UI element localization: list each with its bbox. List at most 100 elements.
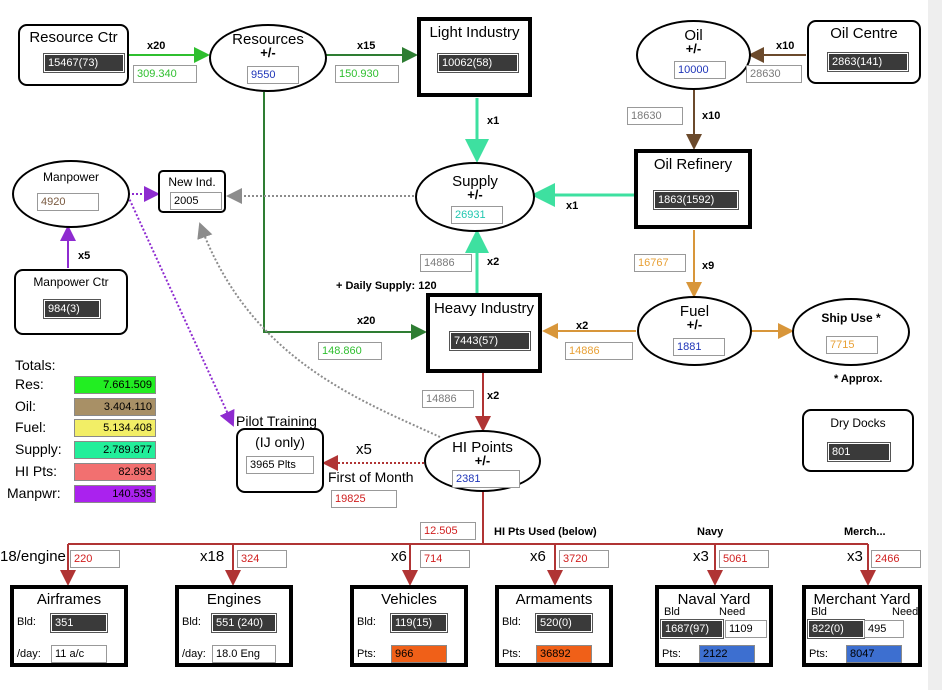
production-mult: 18/engine [0,548,66,565]
ship-use-value: 7715 [826,336,878,354]
fuel-node[interactable]: Fuel +/- 1881 [637,296,752,366]
hi-to-points-mult: x2 [487,390,500,402]
production-value-2: 966 [391,645,447,663]
production-col-bld: Bld [811,606,827,618]
hi-points-value: 2381 [452,470,520,488]
oil-to-refinery-value: 18630 [627,107,683,125]
resources-title: Resources [232,31,304,48]
first-of-month-label: First of Month [328,469,414,485]
li-to-supply-mult: x1 [487,115,500,127]
hi-to-points-value: 14886 [422,390,474,408]
manpower-value: 4920 [37,193,99,211]
res-to-li-value: 150.930 [335,65,399,83]
oil-centre-title: Oil Centre [830,25,898,42]
res-ctr-mult: x20 [147,40,166,52]
production-mult: x3 [693,548,709,565]
manpower-node[interactable]: Manpower 4920 [12,160,130,228]
oil-centre-flow-value: 28630 [746,65,802,83]
production-label-1: Bld: [502,616,521,628]
oil-node[interactable]: Oil +/- 10000 [636,20,751,90]
production-col-need: Need [719,606,746,618]
production-title: Armaments [515,591,593,608]
scrollbar[interactable] [928,0,942,690]
approx-note: * Approx. [834,373,883,385]
production-label-2: Pts: [502,648,521,660]
production-value-2: 8047 [846,645,902,663]
totals-label: Supply: [15,441,62,458]
res-to-hi-mult: x20 [357,315,376,327]
supply-value: 26931 [451,206,503,224]
totals-label: Fuel: [15,419,47,436]
production-title: Naval Yard [677,591,751,608]
fuel-sub: +/- [686,317,703,332]
production-title: Engines [206,591,262,608]
totals-value: 3.404.110 [74,397,156,416]
dry-docks-value: 801 [827,442,891,462]
light-industry-node[interactable]: Light Industry 10062(58) [417,17,532,97]
refinery-to-supply-mult: x1 [566,200,579,212]
heavy-industry-title: Heavy Industry [433,300,535,317]
production-col-need: Need [892,606,919,618]
oil-centre-node[interactable]: Oil Centre 2863(141) [807,20,921,84]
totals-label: Oil: [15,397,36,414]
new-ind-title: New Ind. [168,175,216,189]
production-mult: x6 [530,548,546,565]
oil-refinery-value: 1863(1592) [653,190,739,210]
production-label-2: /day: [182,648,206,660]
refinery-to-fuel-mult: x9 [702,260,715,272]
heavy-industry-node[interactable]: Heavy Industry 7443(57) [426,293,542,373]
pilot-training-title: Pilot Training [236,413,317,429]
production-need: 1109 [725,620,767,638]
new-ind-node[interactable]: New Ind. 2005 [158,170,226,213]
resources-sub: +/- [260,45,276,60]
fuel-to-hi-mult: x2 [576,320,589,332]
hi-to-supply-value: 14886 [420,254,472,272]
ship-use-node[interactable]: Ship Use * 7715 [792,298,910,366]
new-ind-value: 2005 [170,192,222,210]
totals-label: Manpwr: [7,484,61,501]
resources-node[interactable]: Resources +/- 9550 [209,24,327,92]
production-value-2: 36892 [536,645,592,663]
oil-refinery-node[interactable]: Oil Refinery 1863(1592) [634,149,752,229]
manpower-title: Manpower [42,170,100,184]
production-label-1: Bld: [357,616,376,628]
production-col-bld: Bld [664,606,680,618]
res-ctr-flow-value: 309.340 [133,65,197,83]
daily-supply-note: + Daily Supply: 120 [336,280,437,292]
oil-refinery-title: Oil Refinery [653,156,733,173]
oil-centre-value: 2863(141) [827,52,909,72]
resource-ctr-node[interactable]: Resource Ctr 15467(73) [18,24,129,86]
supply-title: Supply [452,173,498,190]
pilot-training-subtitle: (IJ only) [255,434,305,450]
resource-ctr-value: 15467(73) [43,53,125,73]
res-to-hi-value: 148.860 [318,342,382,360]
ship-use-title: Ship Use * [821,311,881,325]
production-built: 822(0) [807,619,865,639]
manpower-ctr-node[interactable]: Manpower Ctr 984(3) [14,269,128,335]
manpower-ctr-title: Manpower Ctr [33,275,109,289]
fuel-title: Fuel [679,303,710,320]
production-label-2: Pts: [357,648,376,660]
production-cost: 324 [237,550,287,568]
totals-heading: Totals: [15,357,56,373]
light-industry-value: 10062(58) [437,53,519,73]
supply-node[interactable]: Supply +/- 26931 [415,162,535,232]
totals-value: 7.661.509 [74,376,156,394]
hi-points-node[interactable]: HI Points +/- 2381 [424,430,541,492]
dry-docks-node[interactable]: Dry Docks 801 [802,409,914,472]
pilot-training-node[interactable]: (IJ only) 3965 Plts [236,428,324,493]
production-value-1: 351 [50,613,108,633]
production-cost: 2466 [871,550,921,568]
production-cost: 714 [420,550,470,568]
production-value-2: 11 a/c [51,645,107,663]
production-value-2: 2122 [699,645,755,663]
heavy-industry-value: 7443(57) [449,331,531,351]
production-label-1: Bld: [17,616,36,628]
